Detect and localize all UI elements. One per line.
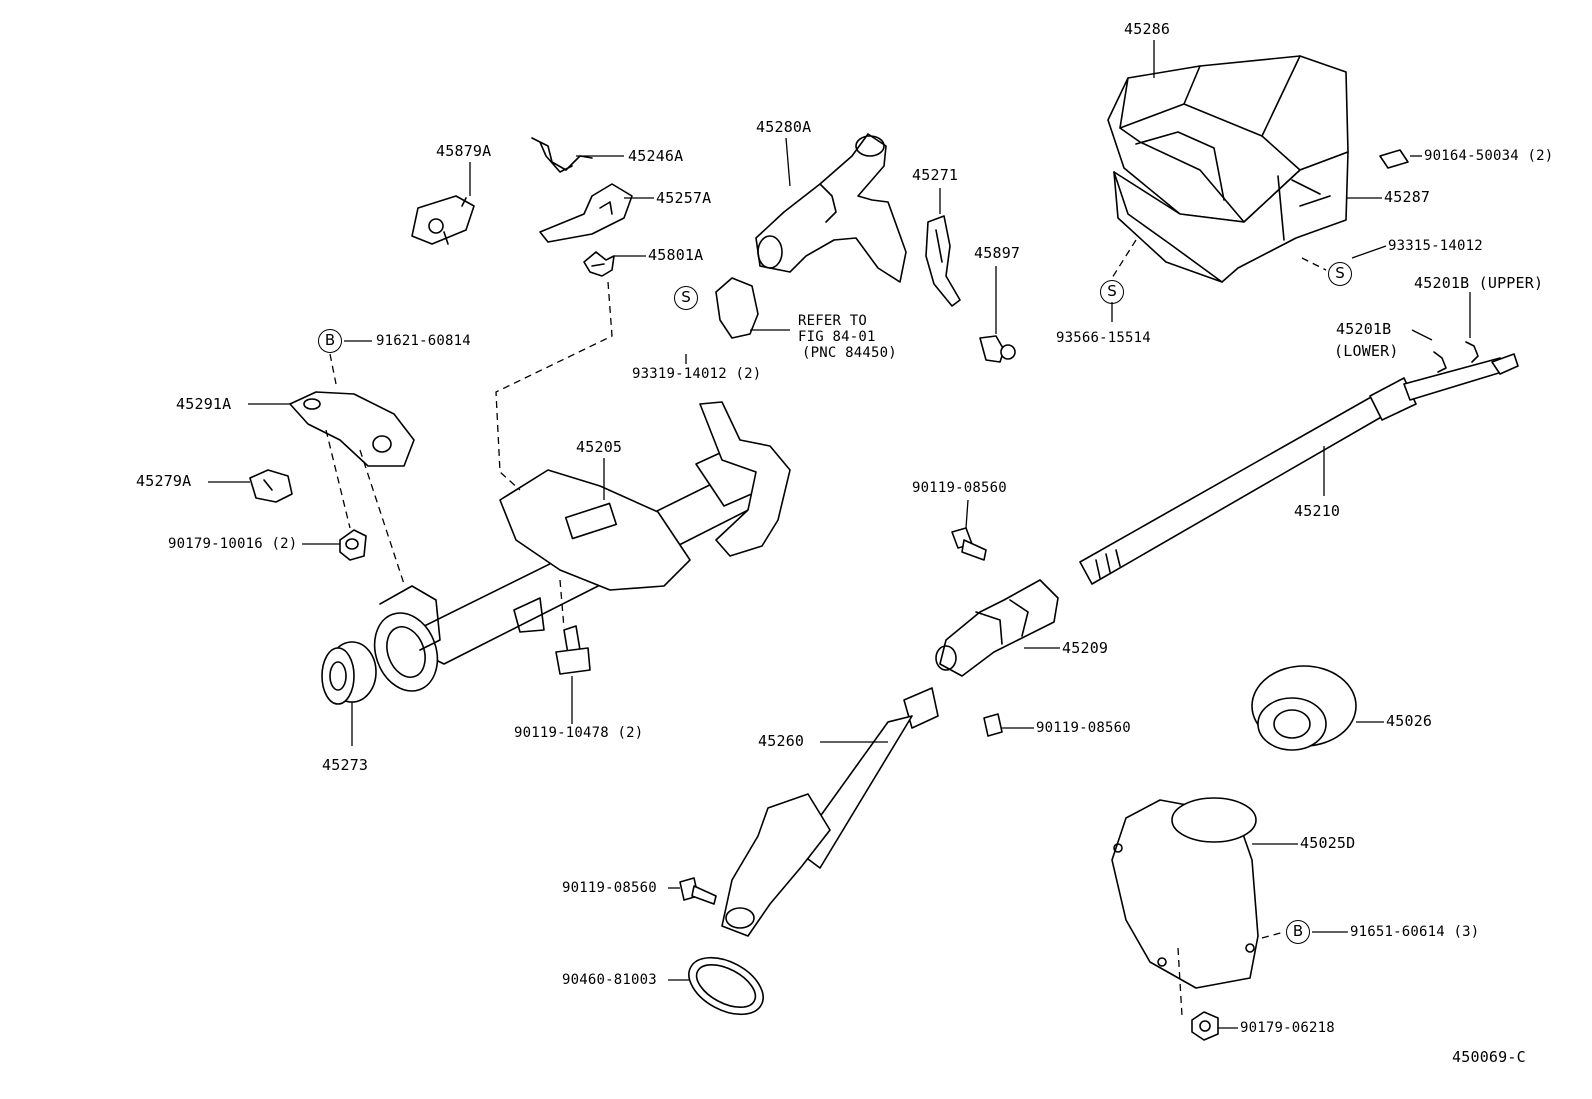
label-45026: 45026 [1386,712,1433,730]
bolt-45897 [979,335,1016,363]
label-refer-line-2: FIG 84-01 [798,329,876,345]
label-refer-line-3: (PNC 84450) [802,345,897,361]
nut-90179-06218 [1191,1011,1219,1041]
label-45201b-lower-number: 45201B [1336,320,1392,338]
label-45025d: 45025D [1300,834,1356,852]
bushing-45273 [321,641,377,705]
label-90119-08560-low: 90119-08560 [562,880,657,896]
label-90164-50034: 90164-50034 (2) [1424,148,1554,164]
label-45273: 45273 [322,756,369,774]
cover-plate-45025d [1111,797,1259,989]
nut-90179-10016 [339,529,367,561]
bolt-90119-10478 [555,625,591,675]
spring-45801a [583,251,615,277]
bolt-90164-50034 [1379,149,1409,169]
main-shaft-45210 [1079,353,1519,585]
diagram-code: 450069-C [1452,1048,1526,1066]
lower-column-cover-part [1113,151,1349,283]
plate-45291a [289,391,415,467]
reference-part-84450 [715,277,759,339]
marker-s-93566: S [1100,280,1124,304]
label-45801a: 45801A [648,246,704,264]
label-45287: 45287 [1384,188,1431,206]
universal-joint-45209 [935,579,1059,677]
lever-45271 [925,215,961,307]
label-90119-08560-mid: 90119-08560 [1036,720,1131,736]
label-45210: 45210 [1294,502,1341,520]
label-45209: 45209 [1062,639,1109,657]
label-91651-60614: 91651-60614 (3) [1350,924,1480,940]
assembly-dashed-lines [325,239,1327,1017]
label-90119-10478: 90119-10478 (2) [514,725,644,741]
clip-45246a [531,137,593,173]
marker-s-93315: S [1328,262,1352,286]
label-45205: 45205 [576,438,623,456]
marker-s-93319: S [674,286,698,310]
plate-45257a [539,183,633,243]
bracket-45879a [411,195,475,245]
label-45286: 45286 [1124,20,1171,38]
label-45257a: 45257A [656,189,712,207]
snap-ring-lower [1433,351,1447,373]
column-tube-45205 [373,401,791,692]
label-90179-10016: 90179-10016 (2) [168,536,298,552]
label-90460-81003: 90460-81003 [562,972,657,988]
label-refer-line-1: REFER TO [798,313,868,329]
label-93566-15514: 93566-15514 [1056,330,1151,346]
label-45897: 45897 [974,244,1021,262]
label-45201b-lower-text: (LOWER) [1334,342,1399,360]
label-91621-60814: 91621-60814 [376,333,471,349]
label-45279a: 45279A [136,472,192,490]
label-45271: 45271 [912,166,959,184]
marker-b-91621: B [318,329,342,353]
bracket-45280a [755,133,907,283]
label-90119-08560-top: 90119-08560 [912,480,1007,496]
clip-45279a [249,469,293,503]
bolt-90119-08560-top [951,527,987,561]
label-45260: 45260 [758,732,805,750]
clamp-90460-81003 [688,956,764,1016]
label-45201b-upper: 45201B (UPPER) [1414,274,1544,292]
label-90179-06218: 90179-06218 [1240,1020,1335,1036]
intermediate-shaft-45260 [721,687,939,937]
bolt-90119-08560-low [679,877,717,905]
label-45291a: 45291A [176,395,232,413]
snap-ring-upper [1465,341,1479,363]
boot-45026 [1251,665,1357,751]
label-45280a: 45280A [756,118,812,136]
label-93315-14012: 93315-14012 [1388,238,1483,254]
marker-b-91651: B [1286,920,1310,944]
bolt-90119-08560-mid [983,713,1003,737]
label-45246a: 45246A [628,147,684,165]
label-45879a: 45879A [436,142,492,160]
label-93319-14012: 93319-14012 (2) [632,366,762,382]
leader-lines [208,40,1471,1029]
